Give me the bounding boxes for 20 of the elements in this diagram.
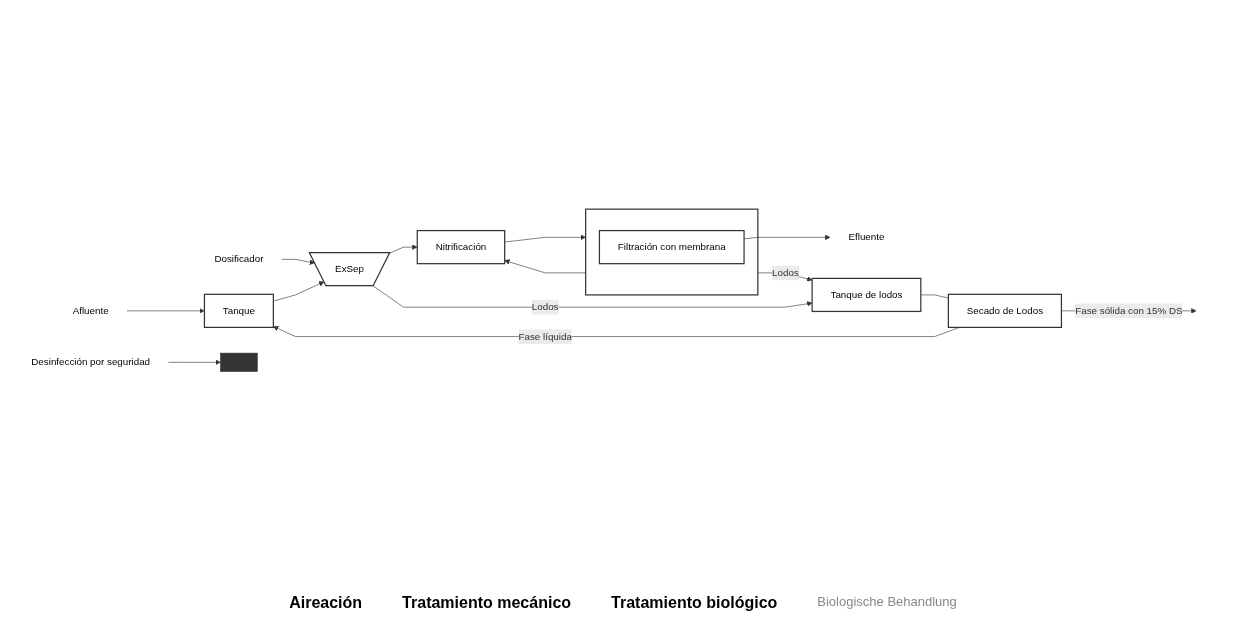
node-text: Dosificador xyxy=(214,253,264,265)
node-box: Filtración con membrana xyxy=(598,229,745,265)
connector xyxy=(920,294,949,299)
edge-label: Lodos xyxy=(531,301,559,313)
node-box: Tanque de lodos xyxy=(811,277,922,313)
brace-label: Aireación xyxy=(289,594,363,612)
node-box: Tanque xyxy=(203,293,274,328)
cluster xyxy=(585,208,759,296)
section-label: Tratamiento biológico xyxy=(611,594,778,612)
node-text: Efluente xyxy=(848,231,885,243)
node-bar xyxy=(220,352,258,372)
section-label: Tratamiento mecánico xyxy=(402,594,572,612)
section-label: Biologische Behandlung xyxy=(817,594,957,611)
node-text: Desinfección por seguridad xyxy=(31,356,151,368)
node-text: Afluente xyxy=(72,305,109,316)
node-box: Nitrificación xyxy=(416,229,506,265)
edge-label: Fase líquida xyxy=(518,331,572,342)
edge-label: Lodos xyxy=(772,267,799,278)
edge-label: Fase sólida con 15% DS xyxy=(1075,305,1183,316)
node-box: Secado de Lodos xyxy=(947,293,1063,328)
